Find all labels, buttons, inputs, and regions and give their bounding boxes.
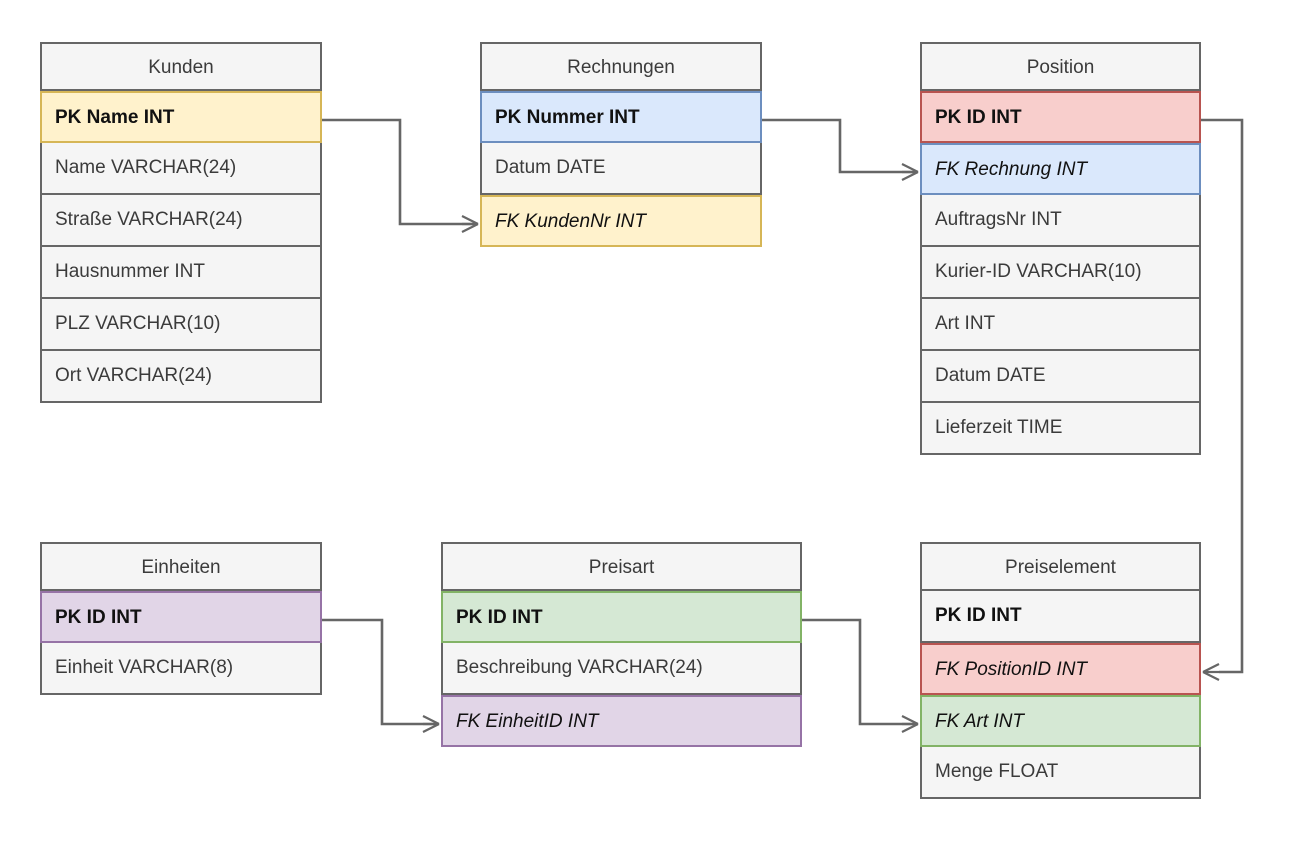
attribute-row-preiselement-0[interactable]: PK ID INT (920, 591, 1201, 643)
entity-title-rechnungen: Rechnungen (480, 42, 762, 91)
attribute-row-rechnungen-2[interactable]: FK KundenNr INT (480, 195, 762, 247)
attribute-row-preiselement-1[interactable]: FK PositionID INT (920, 643, 1201, 695)
entity-title-position: Position (920, 42, 1201, 91)
attribute-row-einheiten-1[interactable]: Einheit VARCHAR(8) (40, 643, 322, 695)
attribute-row-preiselement-2[interactable]: FK Art INT (920, 695, 1201, 747)
attribute-row-kunden-4[interactable]: PLZ VARCHAR(10) (40, 299, 322, 351)
attribute-row-position-2[interactable]: AuftragsNr INT (920, 195, 1201, 247)
entity-title-kunden: Kunden (40, 42, 322, 91)
attribute-row-position-3[interactable]: Kurier-ID VARCHAR(10) (920, 247, 1201, 299)
entity-title-einheiten: Einheiten (40, 542, 322, 591)
relationship-kunden-rechnungen (322, 118, 479, 233)
attribute-row-kunden-1[interactable]: Name VARCHAR(24) (40, 143, 322, 195)
attribute-row-einheiten-0[interactable]: PK ID INT (40, 591, 322, 643)
attribute-row-preisart-0[interactable]: PK ID INT (441, 591, 802, 643)
attribute-row-kunden-3[interactable]: Hausnummer INT (40, 247, 322, 299)
relationship-einheiten-preisart (322, 618, 440, 733)
attribute-row-kunden-2[interactable]: Straße VARCHAR(24) (40, 195, 322, 247)
relationship-preisart-preiselement (802, 618, 919, 733)
attribute-row-preisart-2[interactable]: FK EinheitID INT (441, 695, 802, 747)
entity-title-preisart: Preisart (441, 542, 802, 591)
attribute-row-preisart-1[interactable]: Beschreibung VARCHAR(24) (441, 643, 802, 695)
attribute-row-position-0[interactable]: PK ID INT (920, 91, 1201, 143)
relationship-position-preiselement (1201, 118, 1244, 681)
attribute-row-kunden-0[interactable]: PK Name INT (40, 91, 322, 143)
attribute-row-position-6[interactable]: Lieferzeit TIME (920, 403, 1201, 455)
attribute-row-rechnungen-1[interactable]: Datum DATE (480, 143, 762, 195)
relationship-rechnungen-position (762, 118, 919, 181)
attribute-row-position-4[interactable]: Art INT (920, 299, 1201, 351)
attribute-row-position-1[interactable]: FK Rechnung INT (920, 143, 1201, 195)
attribute-row-preiselement-3[interactable]: Menge FLOAT (920, 747, 1201, 799)
entity-title-preiselement: Preiselement (920, 542, 1201, 591)
attribute-row-kunden-5[interactable]: Ort VARCHAR(24) (40, 351, 322, 403)
attribute-row-position-5[interactable]: Datum DATE (920, 351, 1201, 403)
attribute-row-rechnungen-0[interactable]: PK Nummer INT (480, 91, 762, 143)
